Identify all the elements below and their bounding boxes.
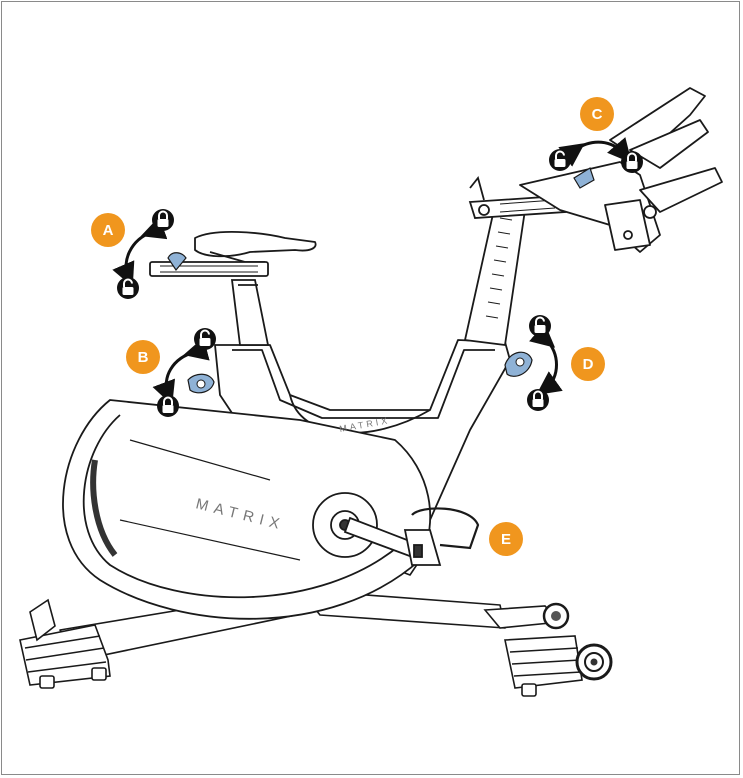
curved-double-arrow-icon [529, 323, 563, 395]
callout-badge-b: B [126, 340, 160, 374]
callout-label: D [582, 355, 594, 373]
callout-label: E [500, 530, 511, 548]
lock-icon [151, 208, 175, 232]
crank-assembly [312, 492, 422, 560]
pedal-with-strap [403, 507, 480, 566]
callout-label: B [137, 348, 149, 366]
handlebars [519, 87, 723, 253]
callout-badge-a: A [91, 213, 125, 247]
callout-badge-c: C [580, 97, 614, 131]
handlebar-post [463, 203, 527, 347]
callout-label: A [102, 221, 114, 239]
curved-double-arrow-icon [152, 337, 210, 406]
lock-icon [156, 394, 180, 418]
lock-icon [526, 388, 550, 412]
handlebar-fore-aft-lever[interactable] [573, 167, 595, 189]
flywheel-cover [62, 399, 432, 620]
seat-slider [149, 261, 269, 277]
curved-double-arrow-icon [558, 137, 632, 167]
seat-height-lever[interactable] [167, 252, 187, 272]
curved-double-arrow-icon [112, 216, 168, 288]
unlock-icon [548, 148, 572, 172]
unlock-icon [528, 314, 552, 338]
callout-label: C [591, 105, 603, 123]
front-foot [19, 598, 111, 689]
seat-post [230, 279, 270, 346]
callout-badge-d: D [571, 347, 605, 381]
transport-wheels [542, 602, 613, 681]
saddle [194, 231, 317, 263]
unlock-icon [116, 276, 140, 300]
unlock-icon [193, 327, 217, 351]
lock-icon [620, 150, 644, 174]
callout-badge-e: E [489, 522, 523, 556]
